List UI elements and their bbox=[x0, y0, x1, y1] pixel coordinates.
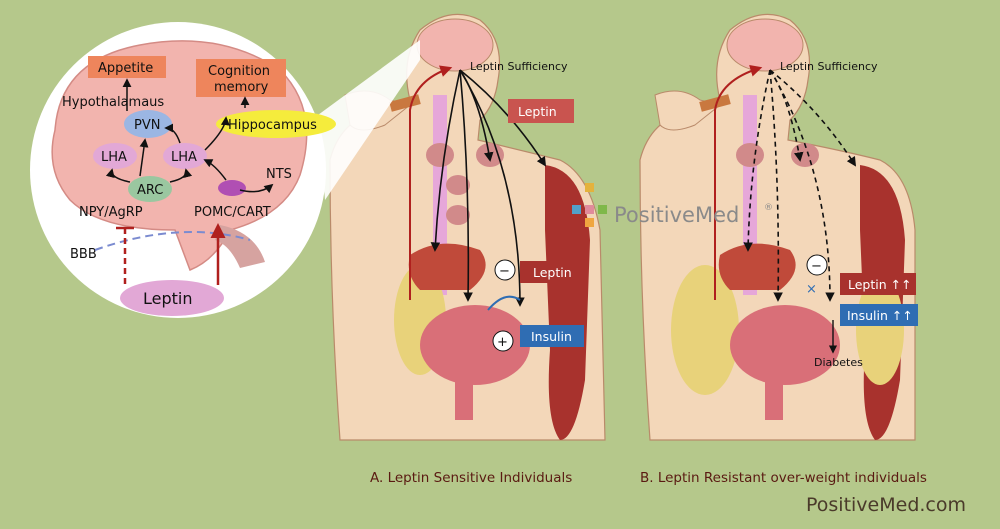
brain-zoom-panel: Appetite Cognition memory Hypothalamaus … bbox=[30, 22, 420, 318]
hypothalamus-label: Hypothalamaus bbox=[62, 95, 164, 110]
hand-b bbox=[654, 90, 722, 131]
colon-b bbox=[765, 380, 783, 420]
leptin-box-a-label: Leptin bbox=[533, 265, 572, 280]
plus-circle-a bbox=[492, 330, 514, 352]
appetite-label: Appetite bbox=[98, 61, 153, 76]
appetite-box bbox=[88, 56, 166, 78]
logo-square-4 bbox=[598, 205, 607, 214]
organ-b1 bbox=[736, 143, 764, 167]
sufficiency-a: Leptin Sufficiency bbox=[470, 60, 568, 73]
logo-text: PositiveMed bbox=[614, 203, 739, 227]
caption-a: A. Leptin Sensitive Individuals bbox=[370, 470, 572, 486]
arc-label: ARC bbox=[137, 183, 163, 198]
insulin-box-b bbox=[840, 304, 918, 326]
brain-b bbox=[726, 18, 804, 72]
leptin-box-a bbox=[520, 261, 582, 283]
logo-registered: ® bbox=[764, 203, 773, 213]
leptin-box-b-label: Leptin ↑↑ bbox=[848, 277, 912, 292]
leptin-path-b bbox=[714, 65, 763, 300]
leptin-source bbox=[120, 280, 224, 316]
lha-right-node bbox=[163, 143, 207, 169]
brain-arrows-b bbox=[743, 69, 857, 302]
figure-a: Leptin Sufficiency Leptin − + Leptin Ins… bbox=[329, 13, 606, 486]
minus-a: − bbox=[499, 264, 510, 279]
intestines-a bbox=[420, 305, 530, 385]
food-b bbox=[699, 94, 731, 112]
organ-a4 bbox=[446, 205, 470, 225]
organ-a2 bbox=[476, 143, 504, 167]
hippocampus-node bbox=[216, 110, 336, 138]
brain-arrows bbox=[105, 78, 274, 194]
hippocampus-label: Hippocampus bbox=[228, 118, 317, 133]
arc-node bbox=[128, 176, 172, 202]
insulin-box-a-label: Insulin bbox=[531, 329, 572, 344]
minus-b: − bbox=[811, 259, 822, 274]
brain-arrows-a bbox=[430, 69, 547, 307]
diabetes-label: Diabetes bbox=[814, 356, 863, 369]
lha-left-node bbox=[93, 143, 137, 169]
lha-right-label: LHA bbox=[171, 150, 197, 165]
footer-url[interactable]: PositiveMed.com bbox=[806, 494, 966, 516]
leptin-path-a bbox=[409, 65, 453, 300]
figure-b: Leptin Sufficiency − × Leptin ↑↑ Insulin… bbox=[639, 13, 927, 486]
organ-a1 bbox=[426, 143, 454, 167]
zoom-callout bbox=[318, 40, 420, 200]
leptin-source-label: Leptin bbox=[143, 289, 193, 308]
feedback-arrow-a bbox=[487, 295, 521, 311]
lha-left-label: LHA bbox=[101, 150, 127, 165]
liver-a bbox=[408, 243, 486, 290]
plus-a: + bbox=[497, 335, 508, 350]
cognition-box bbox=[196, 59, 286, 97]
pomc-label: POMC/CART bbox=[194, 205, 271, 220]
organ-a3 bbox=[446, 175, 470, 195]
bbb-line bbox=[94, 231, 251, 251]
insulin-box-b-label: Insulin ↑↑ bbox=[847, 308, 913, 323]
minus-circle-a bbox=[494, 259, 516, 281]
positivemed-logo: PositiveMed ® bbox=[572, 183, 773, 227]
logo-square-1 bbox=[585, 183, 594, 192]
leptin-tag-a bbox=[508, 99, 574, 123]
nts-label: NTS bbox=[266, 167, 292, 182]
leptin-tag-a-label: Leptin bbox=[518, 104, 557, 119]
cognition-label-2: memory bbox=[214, 80, 269, 95]
logo-square-5 bbox=[585, 218, 594, 227]
minus-circle-b bbox=[806, 254, 828, 276]
logo-square-2 bbox=[572, 205, 581, 214]
colon-a bbox=[455, 380, 473, 420]
pvn-node bbox=[124, 110, 172, 138]
bbb-label: BBB bbox=[70, 247, 97, 262]
cognition-label-1: Cognition bbox=[208, 64, 270, 79]
arm-muscle-a bbox=[545, 165, 590, 440]
blocked-x-icon: × bbox=[806, 282, 817, 297]
sufficiency-b: Leptin Sufficiency bbox=[780, 60, 878, 73]
pvn-label: PVN bbox=[134, 118, 160, 133]
leptin-box-b bbox=[840, 273, 916, 295]
intestines-b bbox=[730, 305, 840, 385]
pomc-neuron bbox=[218, 180, 246, 196]
npy-label: NPY/AgRP bbox=[79, 205, 143, 220]
insulin-box-a bbox=[520, 325, 584, 347]
fat-b-left bbox=[671, 265, 739, 395]
caption-b: B. Leptin Resistant over-weight individu… bbox=[640, 470, 927, 486]
liver-b bbox=[718, 243, 796, 290]
fat-b-right bbox=[856, 275, 904, 385]
logo-square-3 bbox=[585, 205, 594, 214]
